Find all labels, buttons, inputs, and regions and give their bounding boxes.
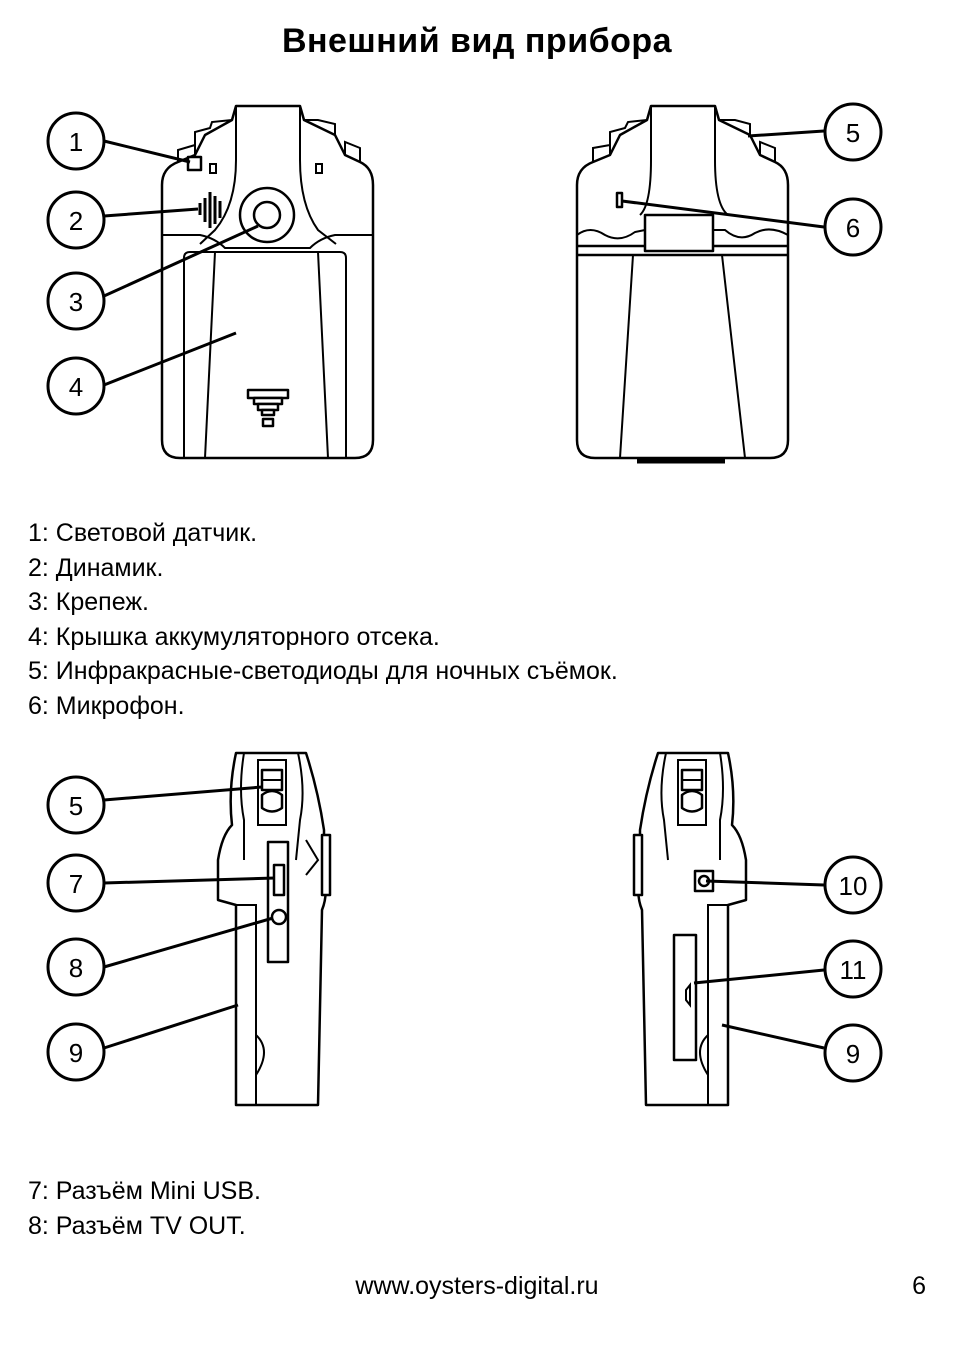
callout-11: 11 [823,939,883,999]
callout-5-bottom-label: 5 [69,791,83,821]
callout-4-label: 4 [69,372,83,402]
leader-lines [103,129,825,1050]
legend-item: 5: Инфракрасные-светодиоды для ночных съ… [28,657,618,685]
callout-7: 7 [46,853,106,913]
legend-item: 2: Динамик. [28,553,164,582]
callout-10: 10 [823,855,883,915]
callout-10-label: 10 [839,871,868,901]
callout-6: 6 [823,197,883,257]
legend-item: 4: Крышка аккумуляторного отсека. [28,622,440,651]
callout-2: 2 [46,190,106,250]
callout-1-label: 1 [69,127,83,157]
device-right-side-view [632,751,748,1107]
callout-3: 3 [46,271,106,331]
callout-9-right-label: 9 [846,1039,860,1069]
callout-5-bottom: 5 [46,775,106,835]
legend-item: 3: Крепеж. [28,588,149,616]
callout-9-left: 9 [46,1022,106,1082]
callout-6-label: 6 [846,213,860,243]
device-front-view [575,104,790,464]
device-back-view [160,104,375,460]
device-left-side-view [216,751,332,1107]
legend-bottom: 7: Разъём Mini USB. 8: Разъём TV OUT. [28,1174,261,1243]
page-number: 6 [912,1272,926,1300]
callout-8: 8 [46,937,106,997]
legend-item: 7: Разъём Mini USB. [28,1177,261,1205]
footer-url[interactable]: www.oysters-digital.ru [355,1272,599,1300]
callout-5-top: 5 [823,102,883,162]
callout-2-label: 2 [69,206,83,236]
callout-11-label: 11 [840,955,867,985]
legend-item: 6: Микрофон. [28,691,185,720]
page-title: Внешний вид прибора [281,22,673,60]
callout-9-left-label: 9 [69,1038,83,1068]
legend-item: 8: Разъём TV OUT. [28,1211,246,1240]
callout-4: 4 [46,356,106,416]
callout-9-right: 9 [823,1023,883,1083]
legend-item: 1: Световой датчик. [28,519,258,547]
callout-3-label: 3 [69,287,83,317]
callout-5-top-label: 5 [846,118,860,148]
callout-7-label: 7 [69,869,83,899]
callout-1: 1 [46,111,106,171]
callout-8-label: 8 [69,953,83,983]
legend-top: 1: Световой датчик. 2: Динамик. 3: Крепе… [28,516,618,723]
